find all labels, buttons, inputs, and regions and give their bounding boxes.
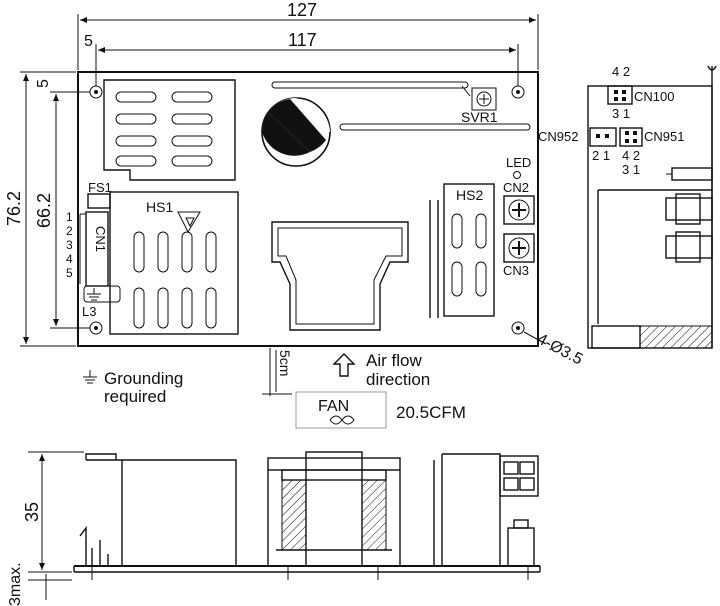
cn2-terminal xyxy=(503,195,535,225)
cn951-connector xyxy=(619,127,643,147)
cn1-pin: 4 xyxy=(66,252,73,266)
fs1-label: FS1 xyxy=(88,180,112,195)
dimension-127 xyxy=(77,14,539,70)
dim-mount-holes: 4-Ø3.5 xyxy=(534,331,585,369)
pcb-outline xyxy=(77,71,539,347)
cn1-pin: 1 xyxy=(66,210,73,224)
cn951-pins-top: 4 2 xyxy=(622,148,640,163)
rail-mid xyxy=(339,123,531,131)
dimension-76-2 xyxy=(20,71,76,347)
cn100-connector xyxy=(607,85,633,105)
hs2-label: HS2 xyxy=(456,187,483,203)
l3-label: L3 xyxy=(82,304,96,319)
top-view: SVR1 LED CN2 CN3 HS2 xyxy=(66,71,539,347)
side-view-right xyxy=(587,65,717,349)
ground-symbol-board xyxy=(83,285,121,303)
airflow-text-1: Air flow xyxy=(366,351,422,370)
fan-rating: 20.5CFM xyxy=(396,403,466,422)
mount-hole-leader xyxy=(523,331,547,345)
cn951-pins-bottom: 3 1 xyxy=(622,162,640,177)
airflow-text-2: direction xyxy=(366,370,430,389)
dim-height-holes: 66.2 xyxy=(34,193,54,228)
transformer-inner xyxy=(277,227,403,325)
dim-width-holes: 117 xyxy=(288,30,317,50)
dimension-66-2 xyxy=(50,91,90,329)
dim-side-height: 35 xyxy=(22,502,42,522)
heatsink-top-left xyxy=(103,79,236,181)
cn1-pin: 3 xyxy=(66,238,73,252)
dim-width-total: 127 xyxy=(287,0,317,20)
cn951-label: CN951 xyxy=(644,129,684,144)
grounding-text-2: required xyxy=(104,387,166,406)
led-indicator xyxy=(513,171,521,179)
grounding-text-1: Grounding xyxy=(104,369,183,388)
mount-hole xyxy=(511,85,525,99)
dim-side-clearance: 3max. xyxy=(7,562,24,606)
cn100-pins-top: 4 2 xyxy=(612,64,630,79)
hs1-label: HS1 xyxy=(146,199,173,215)
svr1-potentiometer xyxy=(471,87,497,111)
fan-label: FAN xyxy=(318,398,349,415)
cn100-label: CN100 xyxy=(634,89,674,104)
fan-box xyxy=(295,391,387,429)
airflow-arrow-icon xyxy=(332,353,356,377)
mount-hole xyxy=(89,85,103,99)
dimension-35 xyxy=(28,451,84,573)
dimension-117 xyxy=(95,44,519,86)
hs2-heatsink xyxy=(429,183,495,318)
ground-symbol-icon xyxy=(83,370,97,384)
rail-top xyxy=(271,81,469,89)
cn952-connector xyxy=(589,127,617,147)
dim-height-total: 76.2 xyxy=(4,191,24,226)
cn100-pins-bottom: 3 1 xyxy=(612,106,630,121)
dim-hole-offset-x: 5 xyxy=(84,33,93,50)
svr1-label: SVR1 xyxy=(461,109,498,125)
led-label: LED xyxy=(506,155,531,170)
mount-hole xyxy=(89,321,103,335)
heatsink-slots xyxy=(115,91,213,167)
cn3-terminal xyxy=(503,233,535,263)
dim-hole-offset-y: 5 xyxy=(35,79,52,88)
cn3-label: CN3 xyxy=(503,263,529,278)
cn1-pin: 5 xyxy=(66,266,73,280)
cn952-label: CN952 xyxy=(538,129,578,144)
side-view-bottom xyxy=(73,451,541,580)
dim-fan-gap: 5cm xyxy=(277,350,293,376)
fan-gap-dimension xyxy=(262,348,292,396)
cn2-label: CN2 xyxy=(503,180,529,195)
transformer-core xyxy=(271,221,409,331)
dimension-3max xyxy=(28,574,72,600)
capacitor xyxy=(261,97,331,167)
cn1-pin: 2 xyxy=(66,224,73,238)
mount-hole xyxy=(511,321,525,335)
rail-edge xyxy=(461,85,471,97)
hs1-heatsink xyxy=(109,191,239,335)
fuse-fs1 xyxy=(87,193,111,209)
cn952-pins: 2 1 xyxy=(592,148,610,163)
cn1-label: CN1 xyxy=(93,226,108,252)
